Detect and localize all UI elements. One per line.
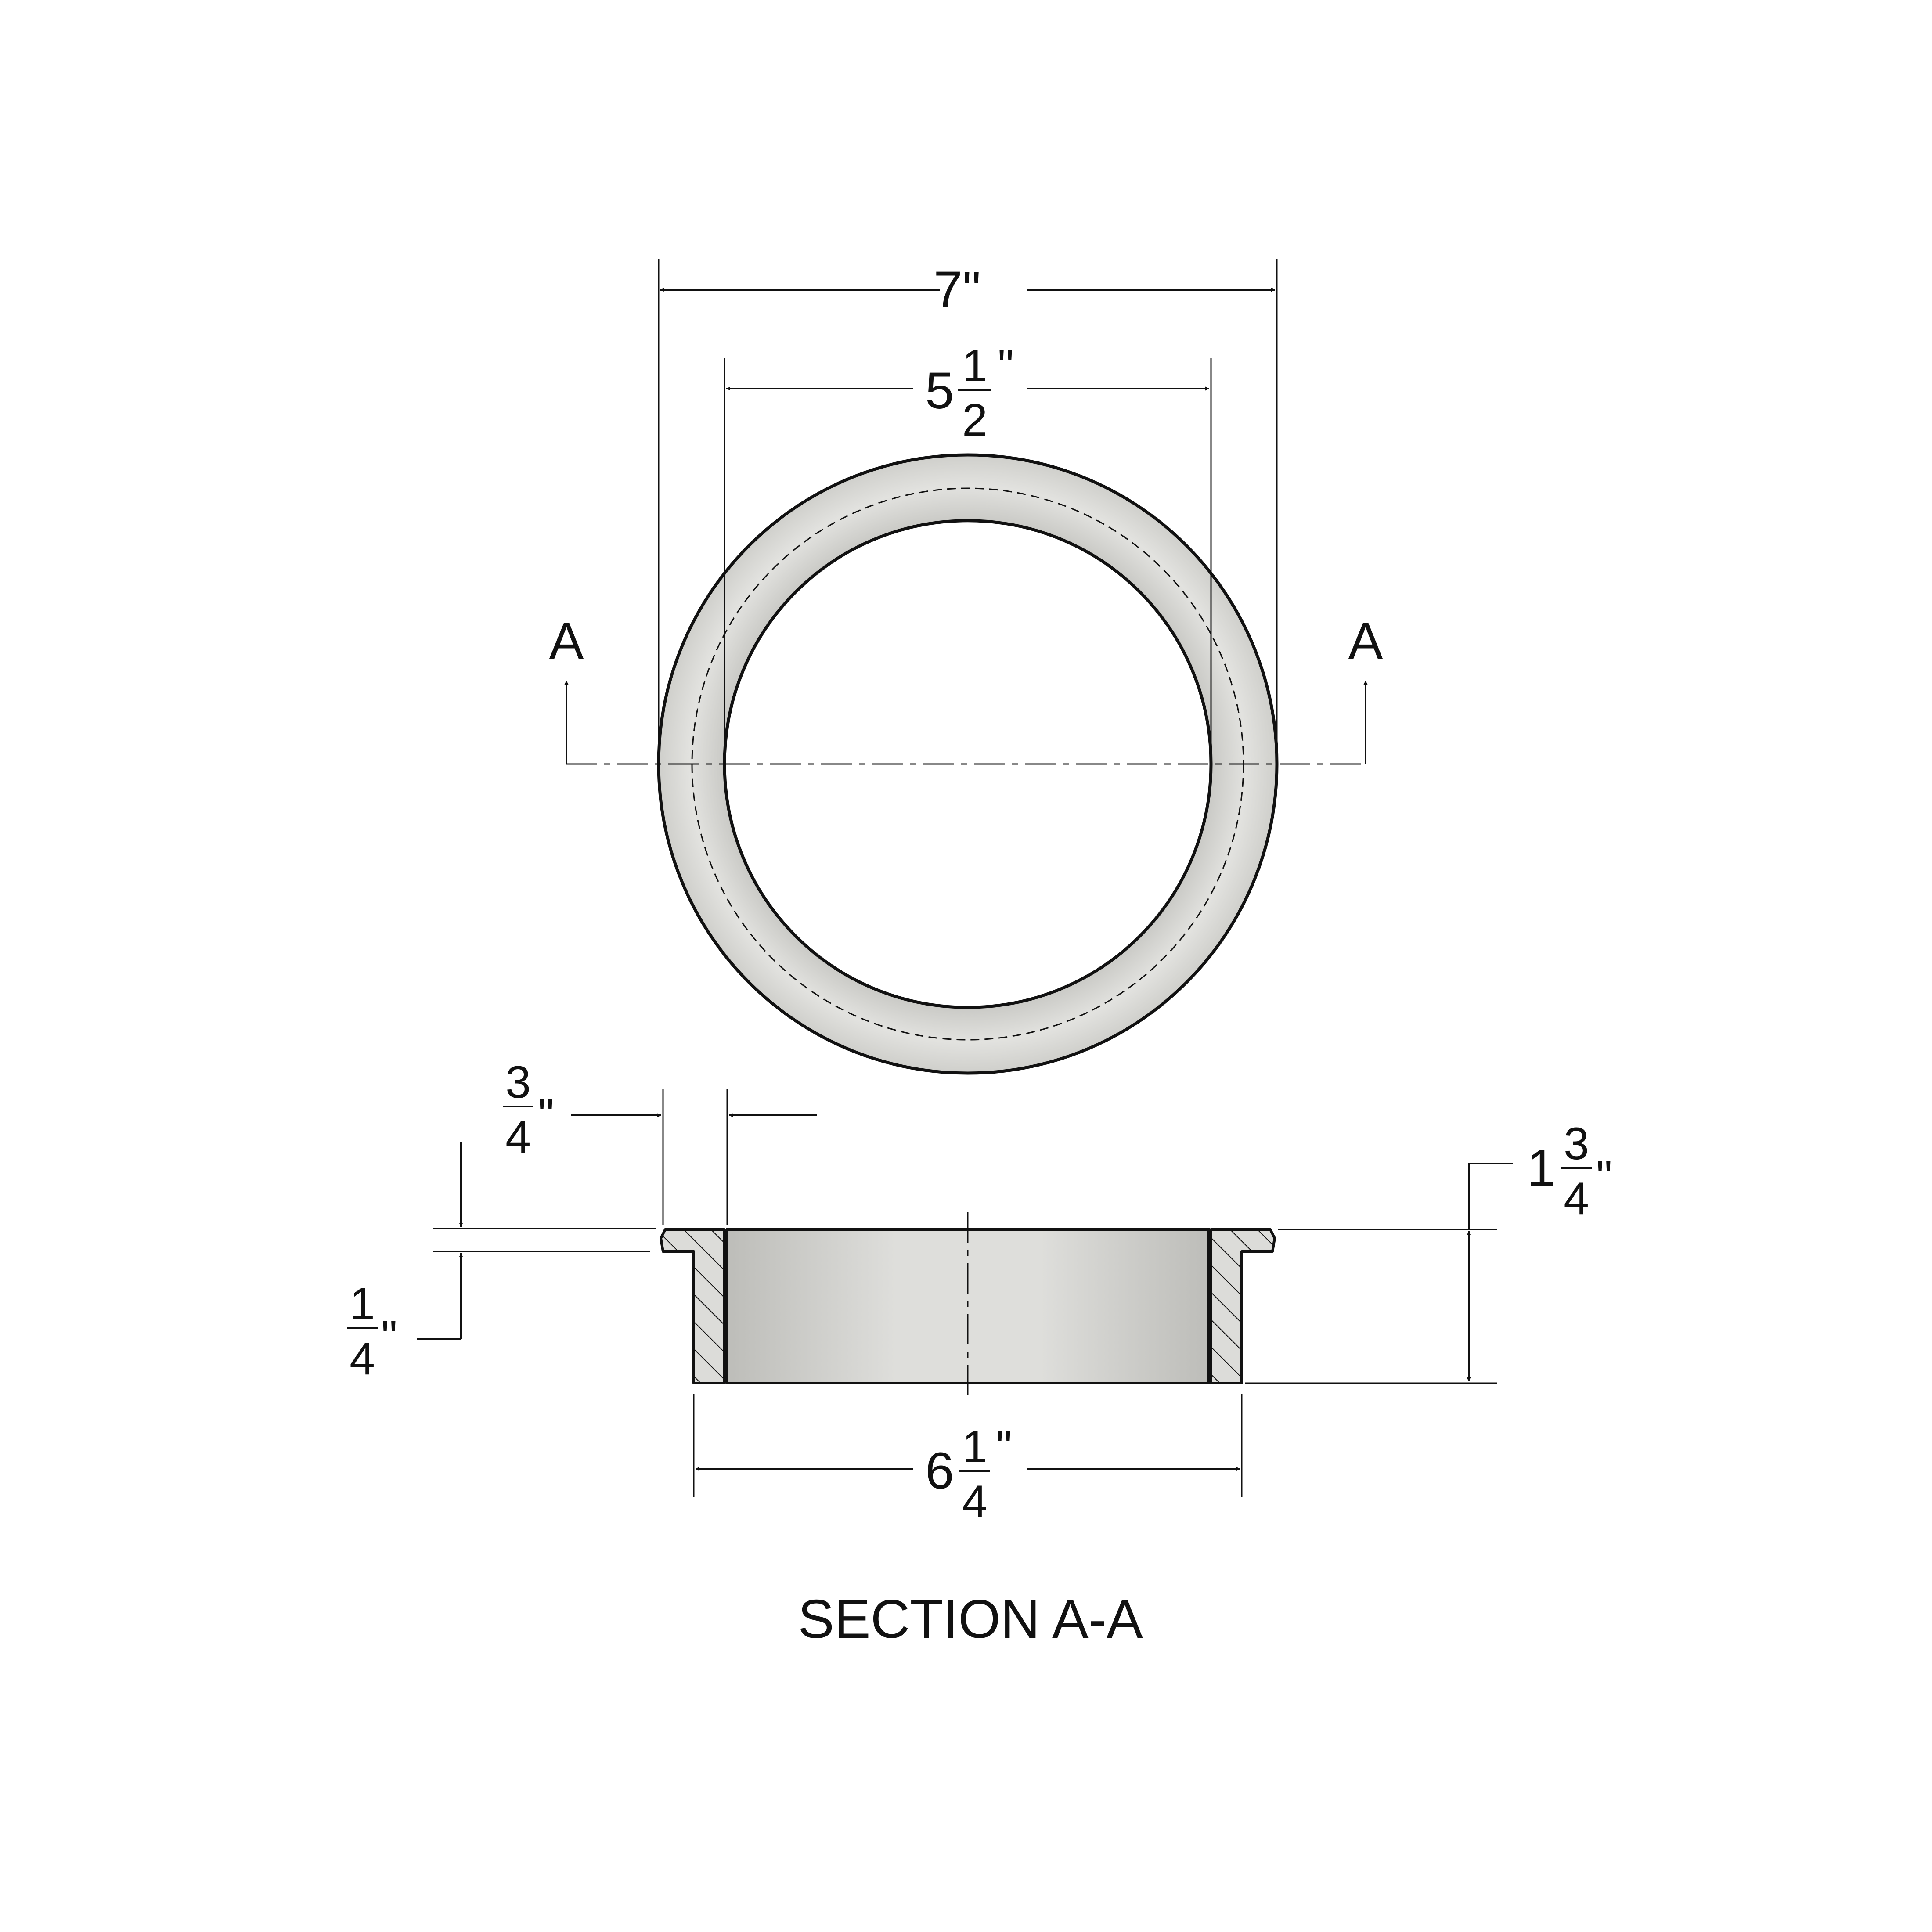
right-wall-section bbox=[1210, 1228, 1276, 1384]
dim-body-diameter: 6 1 4 " bbox=[925, 1421, 1012, 1527]
dim-lip-thickness: 1 4 " bbox=[347, 1279, 397, 1384]
svg-text:": " bbox=[381, 1312, 397, 1362]
svg-text:": " bbox=[998, 340, 1014, 391]
section-label-right: A bbox=[1348, 612, 1383, 670]
svg-text:": " bbox=[538, 1090, 554, 1141]
svg-text:1: 1 bbox=[350, 1279, 375, 1330]
svg-text:4: 4 bbox=[350, 1334, 375, 1384]
svg-text:2: 2 bbox=[962, 395, 988, 446]
leader-height bbox=[1468, 1163, 1513, 1229]
svg-text:3: 3 bbox=[1564, 1118, 1589, 1169]
top-view: 7" 5 1 2 " A A bbox=[549, 259, 1383, 1075]
svg-text:1: 1 bbox=[962, 1421, 988, 1472]
dim-lip-width: 3 4 " bbox=[503, 1057, 554, 1163]
left-wall-section bbox=[660, 1228, 726, 1384]
svg-text:1: 1 bbox=[1527, 1139, 1556, 1197]
section-title: SECTION A-A bbox=[798, 1589, 1143, 1650]
svg-text:": " bbox=[996, 1421, 1012, 1472]
svg-text:4: 4 bbox=[962, 1476, 988, 1527]
dim-outer-diameter: 7" bbox=[934, 261, 981, 319]
dim-overall-height: 1 3 4 " bbox=[1527, 1118, 1612, 1224]
svg-text:1: 1 bbox=[962, 340, 988, 391]
section-view: 3 4 " 1 4 " 1 3 4 " bbox=[347, 1057, 1612, 1650]
dim-inner-diameter: 5 1 2 " bbox=[925, 340, 1014, 446]
svg-text:3: 3 bbox=[505, 1057, 531, 1108]
svg-text:5: 5 bbox=[925, 362, 954, 420]
svg-text:6: 6 bbox=[925, 1442, 954, 1500]
svg-text:": " bbox=[1596, 1151, 1612, 1202]
svg-text:7": 7" bbox=[934, 261, 981, 319]
svg-text:4: 4 bbox=[1564, 1173, 1589, 1224]
svg-text:4: 4 bbox=[505, 1112, 531, 1163]
section-label-left: A bbox=[549, 612, 584, 670]
